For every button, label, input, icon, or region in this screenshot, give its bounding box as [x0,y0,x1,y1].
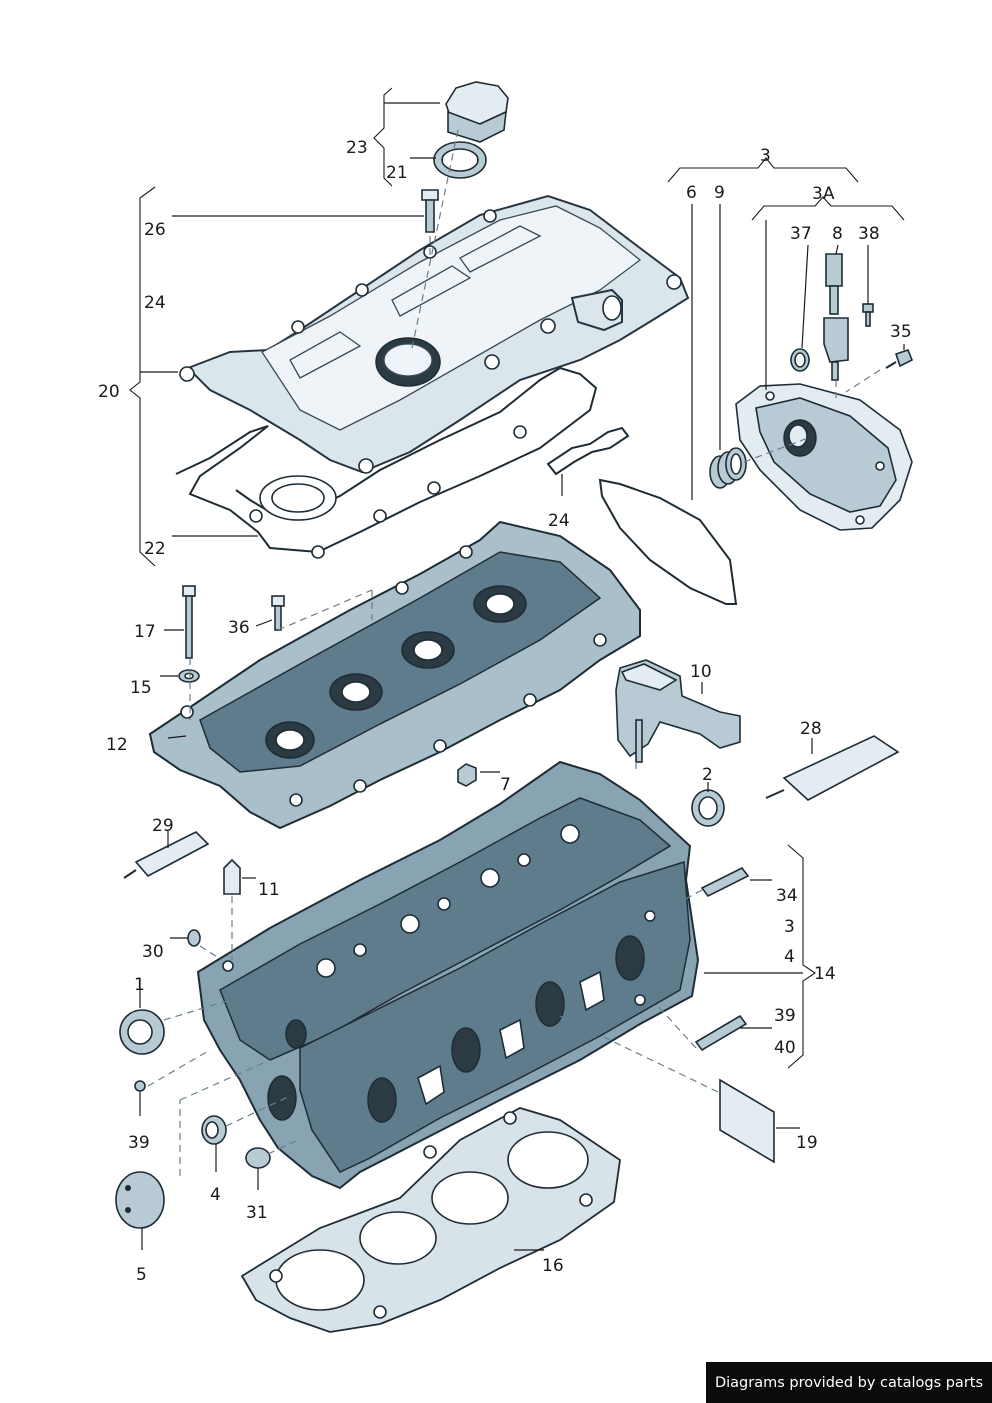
callout-labels: 23 21 26 24 20 22 24 3 6 9 3A 37 8 38 35… [98,138,912,1285]
callout-1: 1 [134,975,145,995]
callout-3: 3 [760,146,771,166]
callout-40: 40 [774,1038,796,1058]
callout-29: 29 [152,816,174,836]
credit-banner: Diagrams provided by catalogs parts [706,1362,992,1403]
callout-11: 11 [258,880,280,900]
sensor-assembly [790,253,914,381]
callout-12: 12 [106,735,128,755]
callout-35: 35 [890,322,912,342]
callout-39: 39 [128,1133,150,1153]
leader-lines [139,157,905,1251]
callout-4: 4 [210,1185,221,1205]
callout-20: 20 [98,382,120,402]
nut-7 [457,763,477,787]
callout-16: 16 [542,1256,564,1276]
callout-23: 23 [346,138,368,158]
callout-7: 7 [500,775,511,795]
callout-39b: 39 [774,1006,796,1026]
callout-14: 14 [814,964,836,984]
credit-text: Diagrams provided by catalogs parts [714,1374,984,1391]
spark-plug-seals [546,426,630,476]
callout-26: 26 [144,220,166,240]
oil-filler-cap [433,81,509,179]
callout-10: 10 [690,662,712,682]
callout-30: 30 [142,942,164,962]
callout-21: 21 [386,163,408,183]
callout-22: 22 [144,539,166,559]
callout-3a: 3A [812,184,835,204]
head-small-parts [115,735,900,1229]
camshaft-adjuster [615,659,741,763]
callout-19: 19 [796,1133,818,1153]
valve-cover [179,194,690,474]
callout-28: 28 [800,719,822,739]
camshaft-carrier [148,520,641,830]
callout-4b: 4 [784,947,795,967]
cylinder-head [196,760,700,1190]
valve-cover-gasket [175,366,598,559]
group-brackets [129,87,905,1069]
callout-6: 6 [686,183,697,203]
callout-31: 31 [246,1203,268,1223]
callout-5: 5 [136,1265,147,1285]
callout-9: 9 [714,183,725,203]
bolt-26 [421,189,439,233]
assembly-lines [147,129,881,1176]
callout-17: 17 [134,622,156,642]
callout-34: 34 [776,886,798,906]
o-rings-9 [709,447,747,489]
callout-8: 8 [832,224,843,244]
bolts-carrier [178,585,285,683]
callout-24b: 24 [548,511,570,531]
callout-2: 2 [702,765,713,785]
gasket-6 [598,478,738,605]
callout-3b: 3 [784,917,795,937]
head-gasket [240,1107,621,1333]
callout-38: 38 [858,224,880,244]
callout-37: 37 [790,224,812,244]
callout-36: 36 [228,618,250,638]
timing-cover [735,383,913,531]
callout-15: 15 [130,678,152,698]
callout-24: 24 [144,293,166,313]
